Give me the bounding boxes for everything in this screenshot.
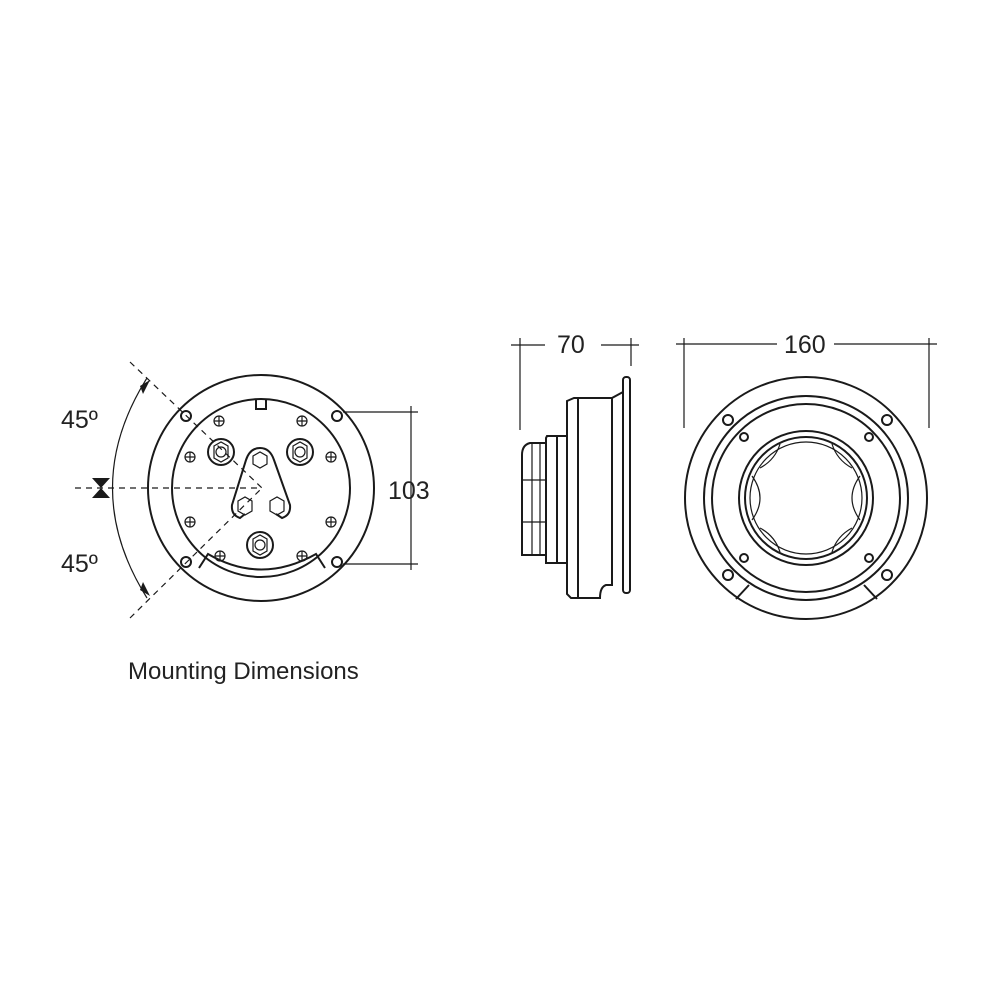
caption: Mounting Dimensions bbox=[128, 658, 359, 685]
screw-icons bbox=[184, 415, 337, 562]
front-outer-rim bbox=[684, 376, 928, 620]
lens bbox=[749, 441, 863, 555]
bottom-tabs bbox=[735, 584, 878, 600]
upper-45-line bbox=[129, 361, 263, 489]
arrow-head-bottom bbox=[140, 582, 150, 596]
front-inner-ring bbox=[711, 403, 901, 593]
depth-label: 70 bbox=[557, 331, 585, 359]
rear-outer-rim bbox=[147, 374, 375, 602]
top-notch bbox=[255, 400, 267, 410]
bottom-cutout bbox=[198, 552, 326, 571]
link-bar bbox=[230, 447, 292, 520]
lens-reflector-scallops bbox=[751, 443, 861, 553]
side-view bbox=[511, 338, 639, 599]
dimension-103-lines bbox=[343, 406, 418, 570]
lens-bezel-inner bbox=[744, 436, 868, 560]
dimension-70-lines bbox=[511, 338, 639, 430]
link-nut-left bbox=[237, 496, 253, 516]
front-middle-ring bbox=[703, 395, 909, 601]
rear-inner-plate bbox=[171, 398, 351, 578]
rear-view bbox=[75, 361, 418, 619]
angle-top-label: 45º bbox=[61, 406, 98, 434]
dimension-160-lines bbox=[676, 338, 937, 428]
front-view bbox=[676, 338, 937, 620]
hole-spacing-label: 103 bbox=[388, 477, 430, 505]
main-body bbox=[566, 391, 624, 599]
front-holes bbox=[722, 414, 893, 581]
link-nut-top bbox=[252, 451, 268, 469]
lower-45-line bbox=[129, 487, 263, 619]
terminal-studs bbox=[207, 438, 314, 559]
arrow-head-center bbox=[92, 478, 110, 498]
angle-arc bbox=[111, 377, 148, 599]
arrow-head-top bbox=[140, 380, 150, 394]
angle-bottom-label: 45º bbox=[61, 550, 98, 578]
step-body bbox=[545, 435, 567, 564]
rear-cap bbox=[521, 442, 546, 556]
flange-plate bbox=[622, 376, 631, 594]
lens-bezel-outer bbox=[738, 430, 874, 566]
diameter-label: 160 bbox=[784, 331, 826, 359]
mounting-holes bbox=[180, 410, 343, 568]
link-nut-right bbox=[269, 496, 285, 516]
